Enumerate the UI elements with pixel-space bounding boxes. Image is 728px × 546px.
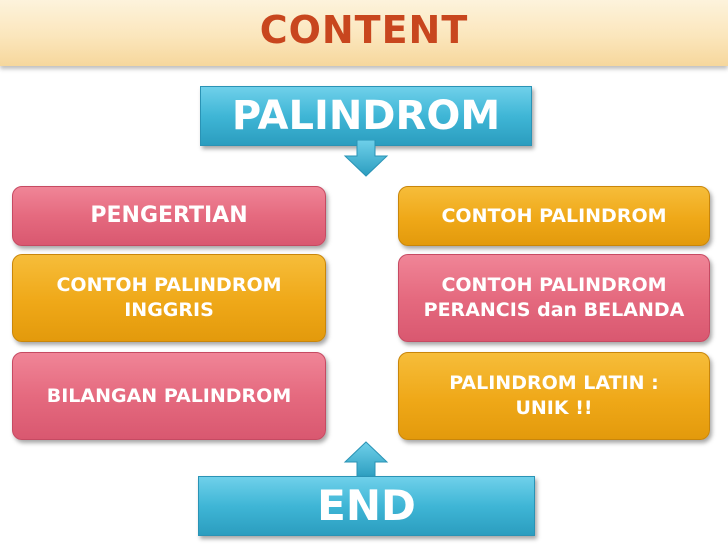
node-line: UNIK !! <box>515 397 593 419</box>
node-contoh-palindrom-perancis-belanda: CONTOH PALINDROM PERANCIS dan BELANDA <box>398 254 710 342</box>
node-contoh-palindrom: CONTOH PALINDROM <box>398 186 710 246</box>
node-line: PERANCIS dan BELANDA <box>423 299 685 321</box>
up-arrow-icon <box>343 441 389 478</box>
down-arrow-icon <box>343 140 389 177</box>
node-line: CONTOH PALINDROM <box>441 204 667 227</box>
title-bar: CONTENT <box>0 0 728 66</box>
top-node-palindrom: PALINDROM <box>200 86 532 146</box>
node-line: PENGERTIAN <box>90 202 248 228</box>
node-line: BILANGAN PALINDROM <box>46 384 292 407</box>
node-palindrom-latin-unik: PALINDROM LATIN : UNIK !! <box>398 352 710 440</box>
end-node: END <box>198 476 535 536</box>
node-pengertian: PENGERTIAN <box>12 186 326 246</box>
node-line: CONTOH PALINDROM <box>56 274 282 297</box>
slide-title: CONTENT <box>259 8 469 52</box>
node-line: INGGRIS <box>124 299 214 321</box>
node-line: CONTOH PALINDROM <box>441 274 667 297</box>
node-bilangan-palindrom: BILANGAN PALINDROM <box>12 352 326 440</box>
node-contoh-palindrom-inggris: CONTOH PALINDROM INGGRIS <box>12 254 326 342</box>
node-line: PALINDROM LATIN : <box>449 372 659 395</box>
